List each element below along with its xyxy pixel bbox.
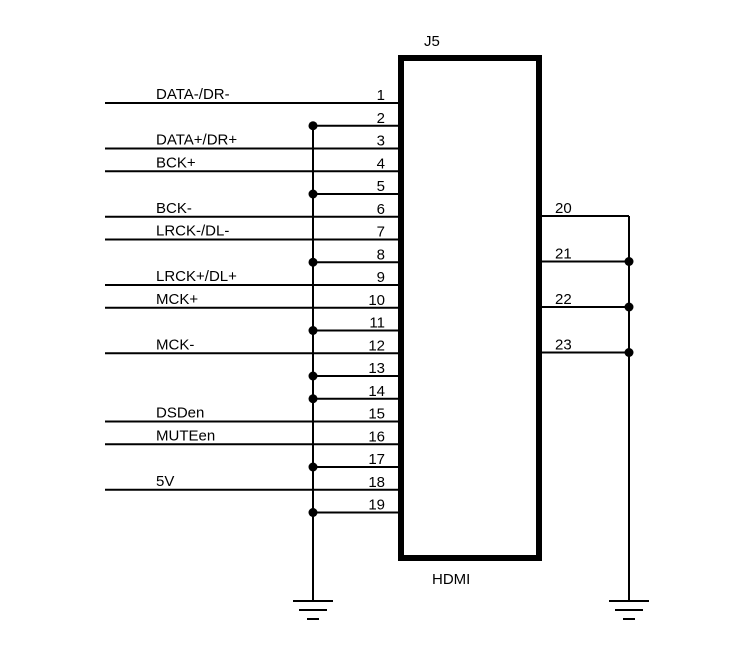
pin-number: 17 xyxy=(368,451,385,468)
pin-20: 20 xyxy=(539,200,629,217)
junction-dot xyxy=(308,189,318,199)
pin-number: 22 xyxy=(555,291,572,308)
pin-number: 3 xyxy=(377,133,385,150)
junction-dot xyxy=(624,348,634,357)
pin-13: 13 xyxy=(308,360,401,381)
pin-number: 23 xyxy=(555,337,572,354)
right-pin-group: 20 21 22 23 xyxy=(539,200,634,357)
signal-label: LRCK-/DL- xyxy=(156,223,229,240)
signal-label: BCK- xyxy=(156,200,192,217)
pin-number: 10 xyxy=(368,292,385,309)
pin-10: 10 MCK+ xyxy=(105,291,401,309)
pin-22: 22 xyxy=(539,291,634,312)
pin-8: 8 xyxy=(308,246,401,267)
signal-label: MCK+ xyxy=(156,291,198,308)
pin-number: 1 xyxy=(377,87,385,104)
pin-16: 16 MUTEen xyxy=(105,427,401,446)
pin-11: 11 xyxy=(308,315,401,335)
pin-number: 16 xyxy=(368,428,385,445)
junction-dot xyxy=(308,121,318,131)
pin-number: 11 xyxy=(369,315,385,332)
junction-dot xyxy=(308,394,318,404)
pin-23: 23 xyxy=(539,337,634,357)
pin-number: 9 xyxy=(377,269,385,286)
junction-dot xyxy=(308,326,318,335)
pin-14: 14 xyxy=(308,383,401,404)
junction-dot xyxy=(308,462,318,472)
left-ground-symbol xyxy=(293,600,333,620)
pin-21: 21 xyxy=(539,246,634,266)
pin-1: 1 DATA-/DR- xyxy=(105,86,401,104)
left-pin-group: 1 DATA-/DR- 2 3 DATA+/DR+ 4 BCK+ 5 6 BCK- 7 LRCK-/D… xyxy=(105,86,401,517)
pin-4: 4 BCK+ xyxy=(105,154,401,173)
junction-dot xyxy=(308,257,318,267)
pin-number: 18 xyxy=(368,474,385,491)
pin-number: 4 xyxy=(377,155,385,172)
signal-label: DSDen xyxy=(156,405,204,422)
junction-dot xyxy=(308,508,318,517)
pin-3: 3 DATA+/DR+ xyxy=(105,132,401,150)
pin-5: 5 xyxy=(308,178,401,199)
junction-dot xyxy=(624,257,634,266)
pin-number: 5 xyxy=(377,178,385,195)
pin-6: 6 BCK- xyxy=(105,200,401,218)
pin-15: 15 DSDen xyxy=(105,405,401,423)
signal-label: BCK+ xyxy=(156,154,196,171)
right-ground-symbol xyxy=(609,600,649,620)
component-type-label: HDMI xyxy=(432,571,470,588)
pin-number: 20 xyxy=(555,200,572,217)
pin-number: 14 xyxy=(368,383,385,400)
pin-number: 7 xyxy=(377,224,385,241)
pin-12: 12 MCK- xyxy=(105,336,401,355)
signal-label: 5V xyxy=(156,473,174,490)
pin-number: 2 xyxy=(377,110,385,127)
pin-2: 2 xyxy=(308,110,401,131)
pin-number: 15 xyxy=(368,406,385,423)
pin-number: 12 xyxy=(368,337,385,354)
component-designator: J5 xyxy=(424,33,440,50)
pin-number: 8 xyxy=(377,246,385,263)
pin-18: 18 5V xyxy=(105,473,401,491)
pin-19: 19 xyxy=(308,497,401,517)
pin-17: 17 xyxy=(308,451,401,472)
junction-dot xyxy=(624,302,634,312)
pin-number: 13 xyxy=(368,360,385,377)
pin-number: 6 xyxy=(377,201,385,218)
signal-label: DATA+/DR+ xyxy=(156,132,237,149)
signal-label: DATA-/DR- xyxy=(156,86,230,103)
pin-number: 21 xyxy=(555,246,572,263)
signal-label: MCK- xyxy=(156,336,194,353)
junction-dot xyxy=(308,371,318,381)
pin-number: 19 xyxy=(368,497,385,514)
pin-7: 7 LRCK-/DL- xyxy=(105,223,401,241)
signal-label: LRCK+/DL+ xyxy=(156,268,237,285)
signal-label: MUTEen xyxy=(156,427,215,444)
connector-body xyxy=(398,55,542,561)
pin-9: 9 LRCK+/DL+ xyxy=(105,268,401,286)
